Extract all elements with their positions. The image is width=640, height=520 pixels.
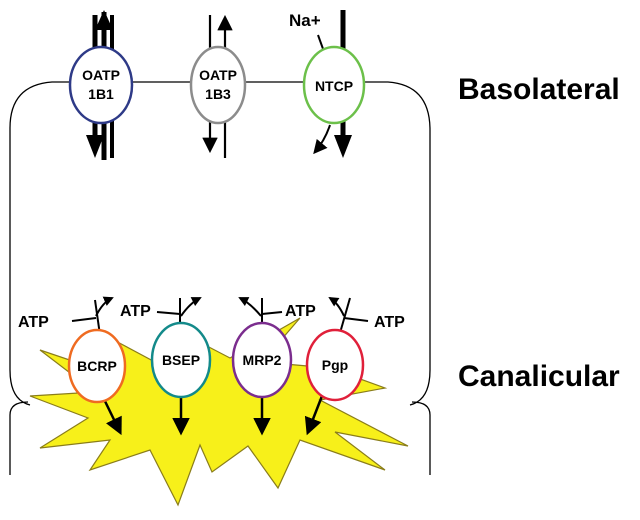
atp-label-mrp2: ATP [285, 303, 316, 320]
bsep-transporter [150, 321, 212, 399]
ntcp-transporter [302, 45, 366, 125]
pgp-label: Pgp [322, 357, 348, 373]
oatp1b3-label-2: 1B3 [205, 86, 231, 102]
mrp2-label: MRP2 [243, 352, 282, 368]
mrp2-transporter [231, 321, 293, 399]
atp-lines [71, 296, 369, 336]
oatp1b1-label-2: 1B1 [88, 86, 114, 102]
oatp1b3-label-1: OATP [199, 67, 237, 83]
oatp1b1-transporter [68, 45, 134, 125]
atp-label-bsep: ATP [120, 303, 151, 320]
sodium-ion-label: Na+ [289, 11, 321, 30]
bcrp-transporter [67, 328, 127, 404]
ntcp-label: NTCP [315, 78, 353, 94]
basolateral-label: Basolateral [458, 73, 620, 106]
pgp-transporter [305, 328, 365, 402]
atp-label-bcrp: ATP [18, 314, 49, 331]
canalicular-label: Canalicular [458, 360, 620, 393]
oatp1b3-transporter [189, 45, 247, 125]
lower-cell-membrane-right [411, 401, 431, 475]
lower-cell-membrane [9, 401, 29, 475]
atp-label-pgp: ATP [374, 314, 405, 331]
bsep-label: BSEP [162, 352, 200, 368]
oatp1b1-label-1: OATP [82, 67, 120, 83]
bcrp-label: BCRP [77, 358, 117, 374]
